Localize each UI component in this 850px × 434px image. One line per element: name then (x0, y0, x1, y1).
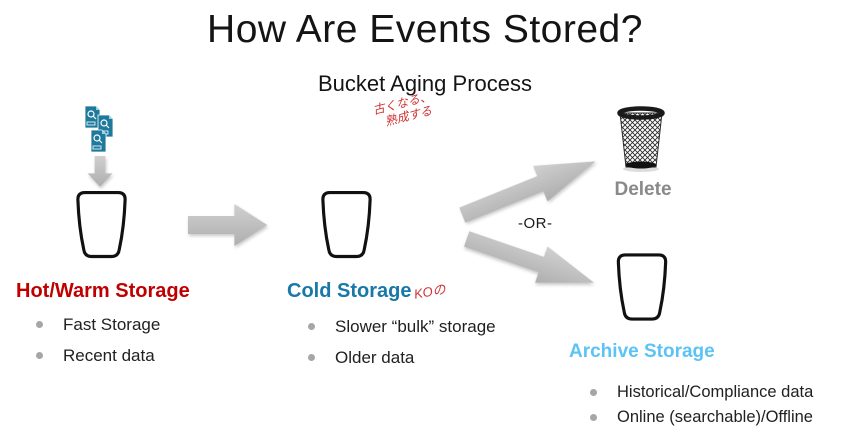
cold-storage-label: Cold Storage (287, 280, 412, 302)
delete-label: Delete (614, 179, 672, 200)
bullet-text: Historical/Compliance data (617, 383, 814, 401)
bullet-text: Older data (335, 348, 415, 367)
list-item: Historical/Compliance data (590, 383, 813, 402)
slide-subtitle: Bucket Aging Process (317, 71, 532, 96)
bullet-dot-icon (36, 352, 43, 359)
log-files-icon (84, 105, 114, 153)
hot-warm-storage-label: Hot/Warm Storage (16, 280, 190, 302)
flow-arrow-down-right-icon (464, 231, 595, 283)
bullet-dot-icon (590, 414, 597, 421)
handwritten-cold-note: KOの (412, 281, 447, 302)
or-label: -OR- (518, 215, 553, 232)
archive-bucket-icon (616, 253, 668, 321)
list-item: Fast Storage (36, 315, 160, 335)
archive-bullet-list: Historical/Compliance data Online (searc… (590, 383, 813, 427)
hot-warm-bullet-list: Fast Storage Recent data (36, 315, 160, 366)
bullet-text: Online (searchable)/Offline (617, 408, 813, 426)
hot-bucket-icon (76, 190, 127, 259)
bullet-text: Recent data (63, 346, 155, 365)
bullet-dot-icon (308, 354, 315, 361)
cold-bullet-list: Slower “bulk” storage Older data (308, 317, 496, 368)
list-item: Older data (308, 348, 496, 368)
cold-bucket-icon (321, 190, 372, 259)
bullet-dot-icon (36, 321, 43, 328)
bullet-dot-icon (308, 323, 315, 330)
slide-title: How Are Events Stored? (207, 8, 643, 51)
flow-arrow-down-icon (87, 156, 113, 187)
mesh-wastebasket-icon (617, 106, 665, 172)
list-item: Recent data (36, 346, 160, 366)
archive-storage-label: Archive Storage (569, 341, 715, 362)
bullet-text: Fast Storage (63, 315, 161, 334)
bullet-text: Slower “bulk” storage (335, 317, 496, 336)
list-item: Slower “bulk” storage (308, 317, 496, 337)
flow-arrow-up-right-icon (459, 161, 596, 223)
bullet-dot-icon (590, 389, 597, 396)
list-item: Online (searchable)/Offline (590, 408, 813, 427)
flow-arrow-right-icon (188, 204, 268, 246)
